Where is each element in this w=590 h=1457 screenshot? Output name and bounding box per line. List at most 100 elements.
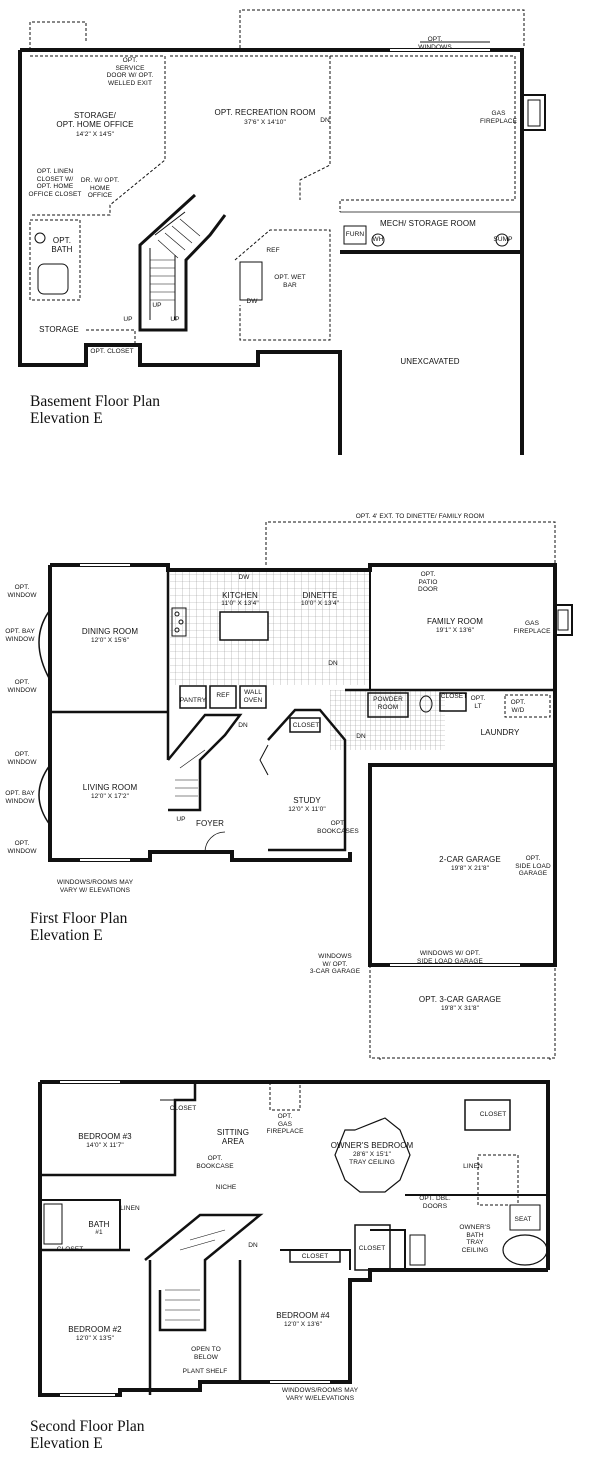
dinette-label: DINETTE [302,591,338,600]
bedroom4-dim: 12'0" x 13'6" [283,1321,323,1328]
dn-label-second: DN [248,1242,258,1249]
sitting-area-label: SITTING AREA [216,1128,250,1146]
owners-bedroom-dim: 28'6" x 15'1" [352,1151,392,1158]
dn-label-first-2: DN [238,722,248,729]
wet-bar-label: OPT. WET BAR [274,274,306,289]
dinette-dim: 10'0" x 13'4" [300,600,340,607]
kitchen-label: KITCHEN [222,591,258,600]
ref-label-basement: REF [266,247,280,254]
basement-caption: Basement Floor Plan Elevation E [30,393,160,427]
dn-label-first-3: DN [356,733,366,740]
dw-label-basement: DW [246,298,258,305]
bedroom3-dim: 14'0" x 11'7" [86,1142,124,1149]
dining-room-dim: 12'0" x 15'6" [90,637,130,644]
garage3-label: OPT. 3-CAR GARAGE [418,995,502,1004]
kitchen-dim: 11'0" x 13'4" [221,600,259,607]
mech-label: MECH/ STORAGE ROOM [380,219,476,228]
storage-label-basement: STORAGE [39,325,79,334]
opt-bay-window-label-1: OPT. BAY WINDOW [5,628,35,643]
study-dim: 12'0" x 11'0" [288,806,326,813]
up-label-basement-2: UP [152,302,162,309]
bedroom2-dim: 12'0" x 13'5" [75,1335,115,1342]
open-below-label: OPEN TO BELOW [191,1346,221,1361]
basement-title: Basement Floor Plan [30,393,161,410]
patio-door-label: OPT. PATIO DOOR [418,571,438,593]
opt-window-label-1: OPT. WINDOW [7,584,37,599]
powder-room-label: POWDER ROOM [373,696,403,711]
first-floor-caption: First Floor Plan Elevation E [30,910,127,944]
rec-room-label: OPT. RECREATION ROOM [214,108,316,117]
bookcases-label: OPT. BOOKCASES [317,820,359,835]
linen-closet-label: OPT. LINEN CLOSET W/ OPT. HOME OFFICE CL… [28,168,82,198]
basement-elevation: Elevation E [30,410,103,427]
sump-label: SUMP [493,236,513,243]
first-floor-plan [38,521,573,1060]
windows-rooms-label-first: WINDOWS/ROOMS MAY VARY W/ ELEVATIONS [56,879,134,894]
linen-label-second-2: LINEN [120,1205,140,1212]
bath-tray-label: TRAY CEILING [461,1239,489,1254]
bedroom4-label: BEDROOM #4 [276,1311,330,1320]
owners-bedroom-label: OWNER'S BEDROOM [330,1141,414,1150]
bath-num-label: #1 [95,1229,103,1236]
garage2-dim: 19'8" x 21'8" [450,865,490,872]
side-load-label: OPT. SIDE LOAD GARAGE [515,855,551,877]
wall-oven-label: WALL OVEN [243,689,263,704]
second-floor-caption: Second Floor Plan Elevation E [30,1418,145,1452]
wh-label: WH [372,236,384,243]
study-label: STUDY [293,796,321,805]
closet-label-second-4: CLOSET [56,1246,84,1253]
owners-bath-label: OWNER'S BATH [459,1224,491,1239]
bedroom3-label: BEDROOM #3 [78,1132,132,1141]
closet-label-first-1: CLOSET [440,693,468,700]
gas-fireplace-label-basement: GAS FIREPLACE [479,110,518,125]
closet-label-second-3: CLOSET [301,1253,329,1260]
basement-plan [18,9,546,455]
dn-label-first-1: DN [328,660,338,667]
linen-label-second-1: LINEN [463,1163,483,1170]
living-room-label: LIVING ROOM [82,783,138,792]
seat-label: SEAT [514,1216,532,1223]
dw-label-first: DW [238,574,250,581]
family-room-label: FAMILY ROOM [427,617,483,626]
family-room-dim: 19'1" x 13'6" [435,627,475,634]
service-door-label: OPT. SERVICE DOOR W/ OPT. WELLED EXIT [106,57,154,87]
opt-windows-label: OPT. WINDOWS [418,36,452,51]
storage-office-dim: 14'2" x 14'5" [75,131,115,138]
windows-3car-label: WINDOWS W/ OPT. 3-CAR GARAGE [309,953,361,975]
closet-label-second-5: CLOSET [358,1245,386,1252]
first-floor-title: First Floor Plan [30,910,128,927]
furn-label: FURN [345,231,365,238]
second-floor-plan [38,1080,550,1397]
rec-room-dim: 37'6" x 14'10" [244,119,286,126]
dn-label-basement: DN [320,117,330,124]
up-label-basement-1: UP [123,316,133,323]
foyer-label: FOYER [195,819,225,828]
second-floor-title: Second Floor Plan [30,1418,145,1435]
closet-label-second-2: CLOSET [479,1111,507,1118]
up-label-basement-3: UP [170,316,180,323]
opt-bay-window-label-2: OPT. BAY WINDOW [5,790,35,805]
closet-label-first-2: CLOSET [292,722,320,729]
laundry-label: LAUNDRY [480,728,520,737]
ref-label-first: REF [216,692,230,699]
opt-lt-label: OPT. LT [470,695,486,710]
living-room-dim: 12'0" x 17'2" [90,793,130,800]
up-label-first: UP [176,816,186,823]
tray-ceiling-label: TRAY CEILING [349,1159,395,1166]
first-floor-elevation: Elevation E [30,927,103,944]
opt-window-label-4: OPT. WINDOW [7,840,37,855]
plant-shelf-label: PLANT SHELF [182,1368,228,1375]
storage-office-label: STORAGE/ OPT. HOME OFFICE [56,111,134,129]
opt-wd-label: OPT. W/D [510,699,526,714]
dbl-doors-label: OPT. DBL. DOORS [419,1195,451,1210]
bedroom2-label: BEDROOM #2 [68,1325,122,1334]
ext-label: OPT. 4' EXT. TO DINETTE/ FAMILY ROOM [355,513,485,520]
windows-side-label: WINDOWS W/ OPT. SIDE LOAD GARAGE [417,950,483,965]
opt-window-label-2: OPT. WINDOW [7,679,37,694]
bath-label-second: BATH [88,1220,110,1229]
second-floor-elevation: Elevation E [30,1435,103,1452]
garage2-label: 2-CAR GARAGE [439,855,501,864]
garage3-dim: 19'8" x 31'8" [440,1005,480,1012]
pantry-label: PANTRY [179,697,207,704]
opt-closet-label-basement: OPT. CLOSET [90,348,134,355]
